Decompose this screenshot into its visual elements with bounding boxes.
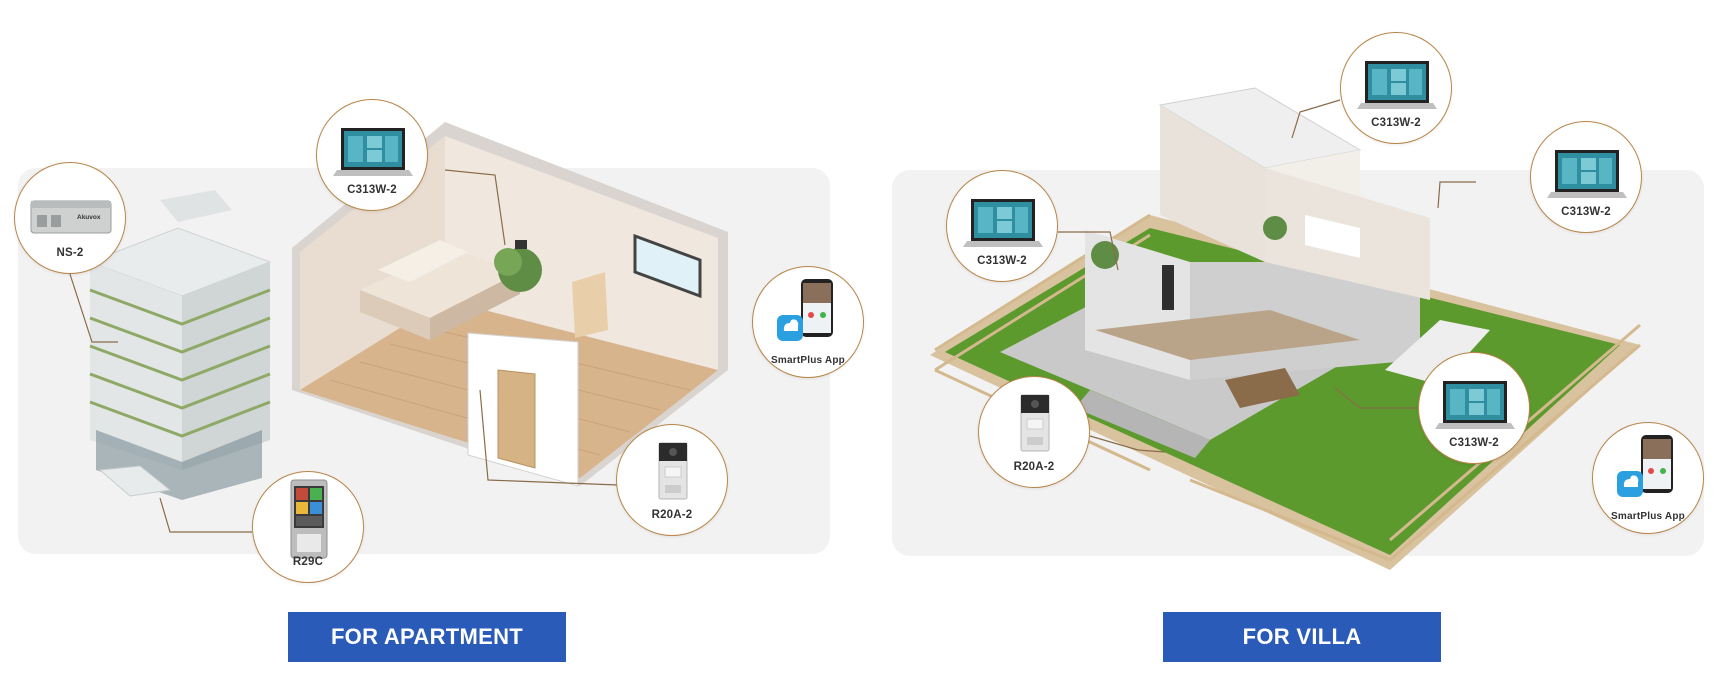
door-phone-icon: [290, 479, 328, 559]
c313w-2-label: C313W-2: [977, 255, 1027, 267]
c313w-2-label: C313W-2: [347, 184, 397, 196]
connector-lines: [67, 99, 1476, 533]
device-bubble-r29c[interactable]: R29C: [252, 471, 364, 583]
smartphone-app-icon: [777, 279, 833, 341]
door-phone-icon: [658, 442, 688, 500]
device-bubble-c313w-2-top[interactable]: C313W-2: [1340, 32, 1452, 144]
indoor-monitor-icon: [1547, 150, 1627, 198]
device-bubble-c313w-2-bottom[interactable]: C313W-2: [1418, 352, 1530, 464]
device-bubble-ns-2[interactable]: Akuvox NS-2: [14, 162, 126, 274]
c313w-2-label: C313W-2: [1561, 206, 1611, 218]
device-bubble-smartplus-app-villa[interactable]: SmartPlus App: [1592, 422, 1704, 534]
device-bubble-r20a-2-villa[interactable]: R20A-2: [978, 376, 1090, 488]
for-villa-button[interactable]: FOR VILLA: [1163, 612, 1441, 662]
device-bubble-smartplus-app[interactable]: SmartPlus App: [752, 266, 864, 378]
door-phone-icon: [1020, 394, 1050, 452]
smartplus-app-label: SmartPlus App: [1611, 511, 1685, 522]
device-bubble-c313w-2[interactable]: C313W-2: [316, 99, 428, 211]
indoor-monitor-icon: [333, 128, 413, 176]
indoor-monitor-icon: [1435, 381, 1515, 429]
power-supply-icon: [30, 200, 112, 234]
r20a-2-label: R20A-2: [1013, 461, 1055, 473]
apartment-room: [292, 122, 728, 487]
c313w-2-label: C313W-2: [1449, 437, 1499, 449]
villa-house: [1085, 87, 1490, 408]
for-apartment-button[interactable]: FOR APARTMENT: [288, 612, 566, 662]
c313w-2-label: C313W-2: [1371, 117, 1421, 129]
device-bubble-r20a-2[interactable]: R20A-2: [616, 424, 728, 536]
device-bubble-c313w-2-left[interactable]: C313W-2: [946, 170, 1058, 282]
apartment-building: [88, 190, 272, 500]
indoor-monitor-icon: [963, 199, 1043, 247]
r29c-label: R29C: [292, 556, 324, 568]
smartphone-app-icon: [1617, 435, 1673, 497]
smartplus-app-label: SmartPlus App: [771, 355, 845, 366]
r20a-2-label: R20A-2: [651, 509, 693, 521]
device-bubble-c313w-2-right[interactable]: C313W-2: [1530, 121, 1642, 233]
ns-2-label: NS-2: [56, 247, 84, 259]
ns-2-brand-text: Akuvox: [77, 214, 101, 221]
indoor-monitor-icon: [1357, 61, 1437, 109]
